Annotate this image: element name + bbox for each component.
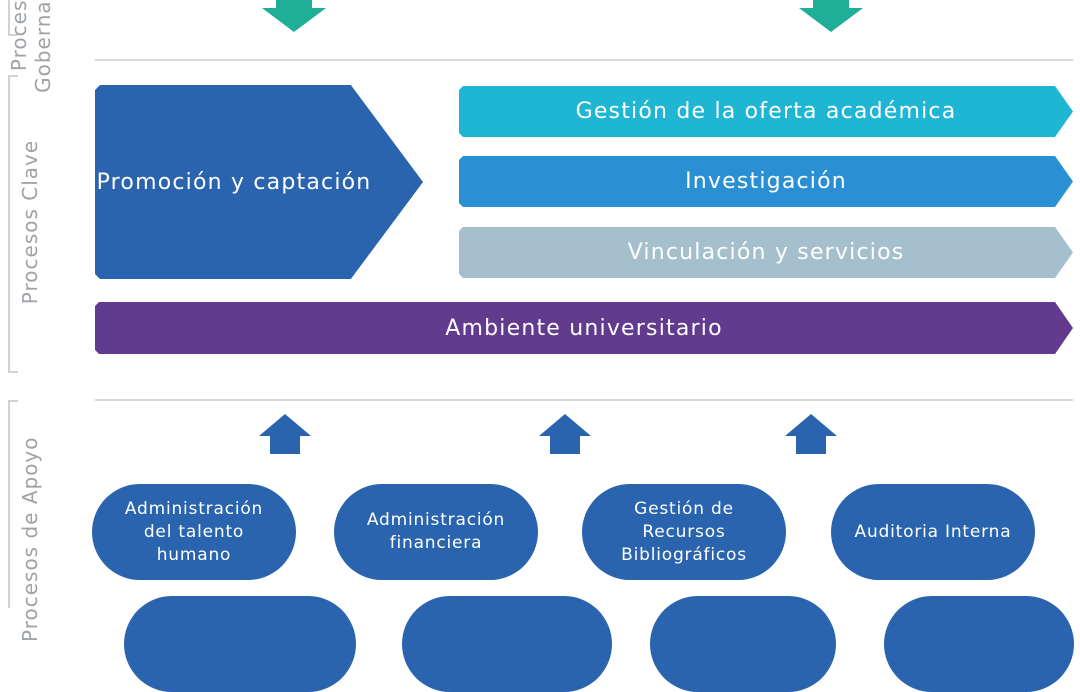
administracion-financiera-label: Administración financiera <box>366 510 506 553</box>
ambiente-universitario-label: Ambiente universitario <box>445 315 723 341</box>
gobernantes-bracket-cap <box>8 34 18 36</box>
up-arrow-icon <box>259 414 311 454</box>
clave-bracket-cap <box>8 75 18 77</box>
divider-bottom <box>95 399 1073 401</box>
apoyo-pill <box>884 596 1074 692</box>
administracion-financiera-pill: Administración financiera <box>334 484 538 580</box>
up-arrow-icon <box>539 414 591 454</box>
apoyo-pill <box>402 596 612 692</box>
apoyo-bracket <box>8 400 10 608</box>
promocion-captacion-block: Promoción y captación <box>95 85 423 279</box>
recursos-bibliograficos-pill: Gestión de Recursos Bibliográficos <box>582 484 786 580</box>
down-arrow-icon <box>799 0 863 32</box>
apoyo-bracket-cap <box>8 400 18 402</box>
apoyo-pill <box>650 596 836 692</box>
investigacion-bar: Investigación <box>459 156 1073 207</box>
auditoria-interna-pill: Auditoria Interna <box>831 484 1035 580</box>
auditoria-interna-label: Auditoria Interna <box>854 521 1012 542</box>
up-arrow-icon <box>785 414 837 454</box>
promocion-captacion-label: Promoción y captación <box>96 169 372 195</box>
talento-humano-label: Administración del talento humano <box>124 498 264 565</box>
section-label-clave: Procesos Clave <box>18 139 42 305</box>
section-label-gobernantes: Procesos Gobernantes <box>7 0 55 93</box>
vinculacion-label: Vinculación y servicios <box>627 240 905 265</box>
apoyo-pill <box>124 596 356 692</box>
clave-bracket-cap <box>8 371 18 373</box>
section-label-apoyo: Procesos de Apoyo <box>18 436 42 642</box>
gobernantes-bracket <box>8 0 10 34</box>
oferta-academica-label: Gestión de la oferta académica <box>575 99 957 124</box>
ambiente-universitario-bar: Ambiente universitario <box>95 302 1073 354</box>
talento-humano-pill: Administración del talento humano <box>92 484 296 580</box>
down-arrow-icon <box>262 0 326 32</box>
clave-bracket <box>8 75 10 371</box>
vinculacion-bar: Vinculación y servicios <box>459 227 1073 278</box>
investigacion-label: Investigación <box>685 169 847 194</box>
divider-top <box>95 59 1073 61</box>
recursos-bibliograficos-label: Gestión de Recursos Bibliográficos <box>621 498 747 565</box>
oferta-academica-bar: Gestión de la oferta académica <box>459 86 1073 137</box>
